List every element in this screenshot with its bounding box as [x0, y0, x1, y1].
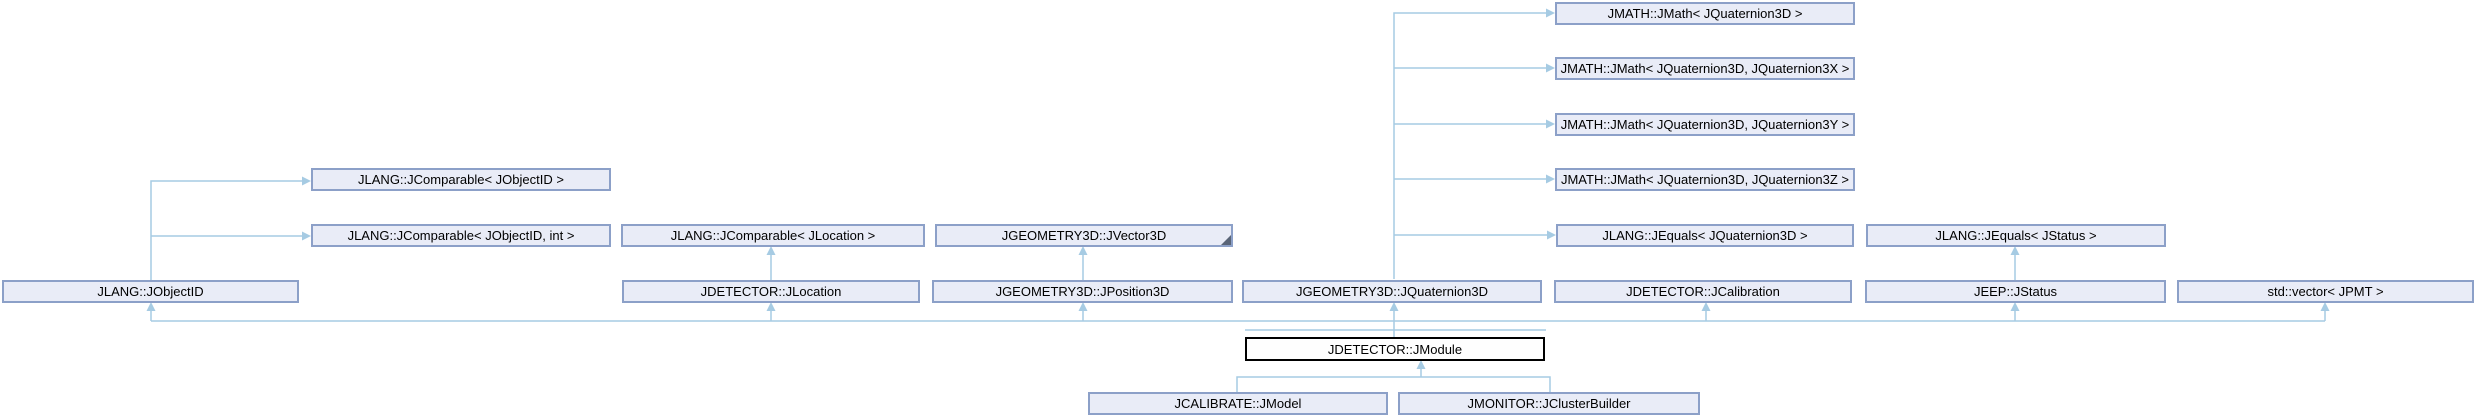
class-label: JGEOMETRY3D::JPosition3D	[995, 284, 1170, 299]
edge-arrowheads	[146, 8, 2330, 369]
class-node-jgeometry3d-jposition3d[interactable]: JGEOMETRY3D::JPosition3D	[932, 280, 1233, 303]
class-node-jmath-jquaternion3d[interactable]: JMATH::JMath< JQuaternion3D >	[1555, 2, 1855, 25]
class-label: JLANG::JComparable< JLocation >	[670, 228, 876, 243]
edge-jobjectid-trunk	[150, 180, 302, 280]
class-label: JMONITOR::JClusterBuilder	[1467, 396, 1631, 411]
class-node-jmonitor-jclusterbuilder[interactable]: JMONITOR::JClusterBuilder	[1398, 392, 1700, 415]
class-label: JLANG::JEquals< JQuaternion3D >	[1602, 228, 1808, 243]
class-node-jlang-jobjectid[interactable]: JLANG::JObjectID	[2, 280, 299, 303]
class-label: JDETECTOR::JLocation	[700, 284, 842, 299]
class-label: JLANG::JComparable< JObjectID >	[358, 172, 564, 187]
class-node-jdetector-jmodule-focus: JDETECTOR::JModule	[1245, 337, 1545, 361]
class-node-jcomparable-jobjectid-int[interactable]: JLANG::JComparable< JObjectID, int >	[311, 224, 611, 247]
class-label: JEEP::JStatus	[1973, 284, 2058, 299]
class-node-jcalibrate-jmodel[interactable]: JCALIBRATE::JModel	[1088, 392, 1388, 415]
class-node-jgeometry3d-jquaternion3d[interactable]: JGEOMETRY3D::JQuaternion3D	[1242, 280, 1542, 303]
class-label: JDETECTOR::JModule	[1327, 341, 1463, 357]
class-node-jmath-jquaternion3d-3y[interactable]: JMATH::JMath< JQuaternion3D, JQuaternion…	[1555, 113, 1855, 136]
edge-jquaternion3d-trunk	[1393, 12, 1546, 279]
class-label: std::vector< JPMT >	[2267, 284, 2384, 299]
class-node-jgeometry3d-jvector3d[interactable]: JGEOMETRY3D::JVector3D	[935, 224, 1233, 247]
class-label: JMATH::JMath< JQuaternion3D, JQuaternion…	[1560, 172, 1850, 187]
class-node-jequals-jquaternion3d[interactable]: JLANG::JEquals< JQuaternion3D >	[1556, 224, 1854, 247]
class-node-jcomparable-jlocation[interactable]: JLANG::JComparable< JLocation >	[621, 224, 925, 247]
class-node-jcomparable-jobjectid[interactable]: JLANG::JComparable< JObjectID >	[311, 168, 611, 191]
class-node-jequals-jstatus[interactable]: JLANG::JEquals< JStatus >	[1866, 224, 2166, 247]
class-label: JGEOMETRY3D::JVector3D	[1001, 228, 1167, 243]
class-label: JDETECTOR::JCalibration	[1626, 284, 1780, 299]
class-node-jdetector-jcalibration[interactable]: JDETECTOR::JCalibration	[1554, 280, 1852, 303]
class-label: JLANG::JComparable< JObjectID, int >	[347, 228, 575, 243]
class-node-std-vector-jpmt[interactable]: std::vector< JPMT >	[2177, 280, 2474, 303]
class-node-jmath-jquaternion3d-3x[interactable]: JMATH::JMath< JQuaternion3D, JQuaternion…	[1555, 57, 1855, 80]
class-label: JMATH::JMath< JQuaternion3D, JQuaternion…	[1560, 117, 1850, 132]
class-label: JGEOMETRY3D::JQuaternion3D	[1296, 284, 1488, 299]
class-label: JLANG::JObjectID	[97, 284, 204, 299]
class-node-jdetector-jlocation[interactable]: JDETECTOR::JLocation	[622, 280, 920, 303]
class-label: JLANG::JEquals< JStatus >	[1935, 228, 2097, 243]
class-node-jmath-jquaternion3d-3z[interactable]: JMATH::JMath< JQuaternion3D, JQuaternion…	[1555, 168, 1855, 191]
truncated-graph-corner-icon	[1221, 235, 1231, 245]
class-label: JMATH::JMath< JQuaternion3D >	[1607, 6, 1803, 21]
class-label: JCALIBRATE::JModel	[1174, 396, 1302, 411]
class-label: JMATH::JMath< JQuaternion3D, JQuaternion…	[1560, 61, 1850, 76]
class-node-jeep-jstatus[interactable]: JEEP::JStatus	[1865, 280, 2166, 303]
edge-children-bus	[1236, 376, 1551, 392]
